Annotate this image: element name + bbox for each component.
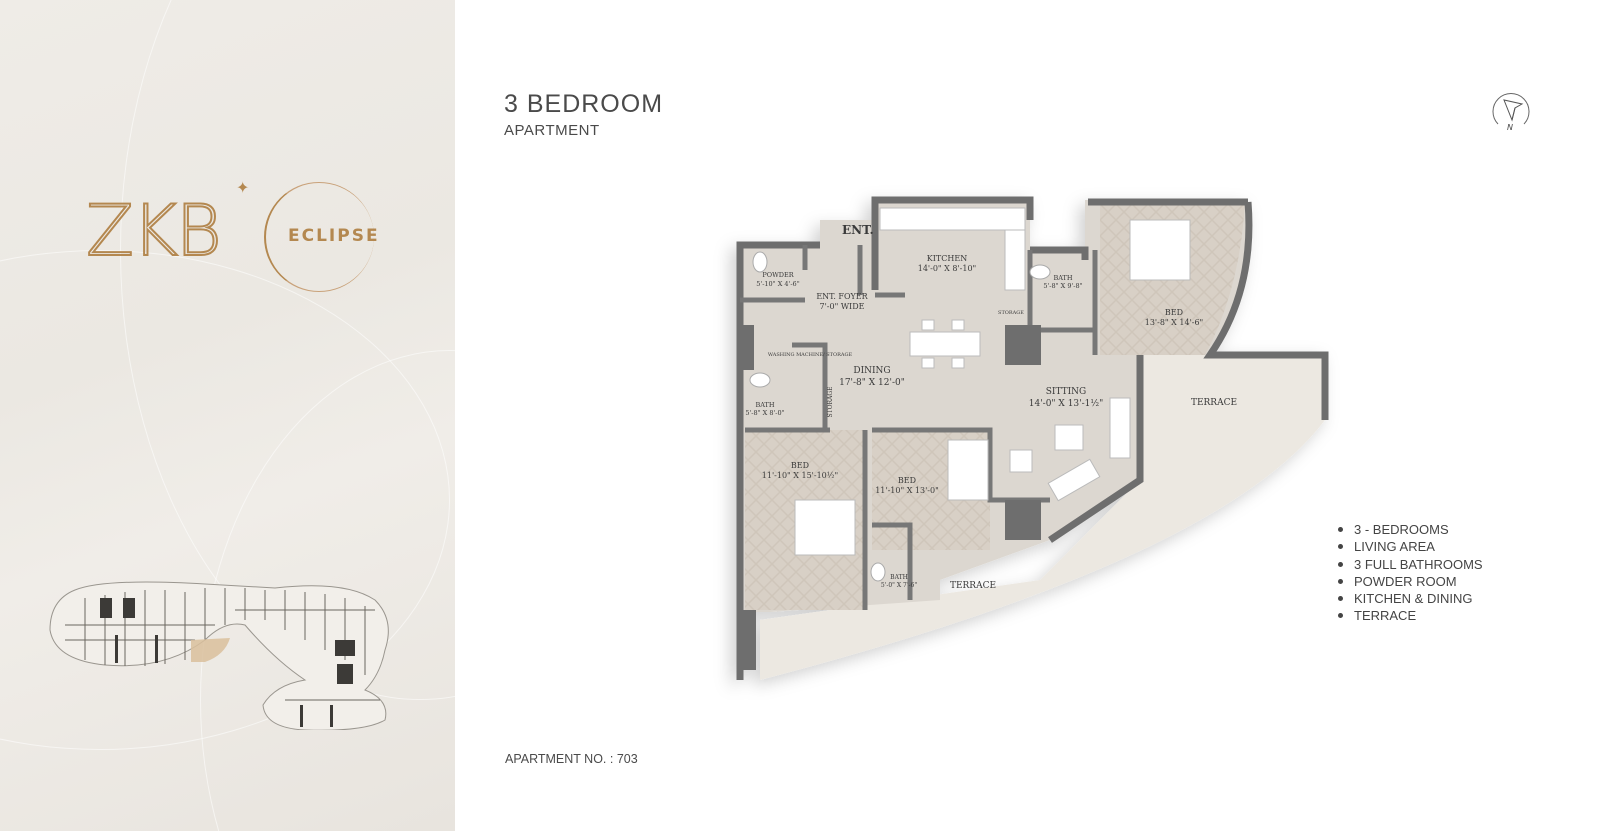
room-label: ENT. FOYER — [816, 292, 868, 301]
room-label: BED — [898, 476, 916, 485]
room-size: 5'-8" X 9'-8" — [1043, 282, 1082, 290]
room-size: 17'-8" X 12'-0" — [839, 378, 905, 388]
apartment-number: APARTMENT NO. : 703 — [505, 752, 638, 766]
room-label: BATH — [890, 574, 908, 581]
room-size: 5'-10" X 4'-6" — [756, 280, 799, 288]
room-label: BATH — [755, 401, 774, 409]
room-label: DINING — [853, 366, 890, 376]
building-key-plan — [49, 581, 389, 730]
room-label: BED — [791, 461, 809, 470]
page-subtitle: APARTMENT — [504, 122, 600, 139]
room-label: TERRACE — [1191, 398, 1237, 408]
room-size: 11'-10" X 15'-10½" — [762, 471, 838, 480]
floor-plan: ENT. POWDER 5'-10" X 4'-6" ENT. FOYER 7'… — [736, 196, 1329, 680]
room-label: KITCHEN — [927, 254, 967, 263]
sparkle-icon: ✦ — [236, 178, 250, 197]
room-size: 14'-0" X 8'-10" — [918, 264, 976, 273]
room-label: STORAGE — [827, 386, 834, 417]
unit-highlight — [191, 638, 230, 662]
brand-panel: ✦ ZKB ECLIPSE — [0, 0, 455, 831]
room-label: WASHING MACHINE/ STORAGE — [768, 352, 853, 358]
room-label: SITTING — [1046, 387, 1087, 397]
entrance-label: ENT. — [842, 223, 874, 237]
svg-text:N: N — [1507, 123, 1513, 132]
logo-subbrand: ECLIPSE — [288, 226, 380, 246]
feature-item: POWDER ROOM — [1338, 573, 1483, 590]
room-size: 11'-10" X 13'-0" — [875, 486, 939, 495]
feature-item: TERRACE — [1338, 607, 1483, 624]
north-arrow-icon: N — [1492, 93, 1530, 132]
room-label: BED — [1165, 308, 1183, 317]
room-label: BATH — [1053, 274, 1072, 282]
room-label: POWDER — [762, 271, 794, 279]
room-size: 14'-0" X 13'-1½" — [1029, 398, 1104, 409]
feature-item: KITCHEN & DINING — [1338, 590, 1483, 607]
brand-logo: ✦ ZKB ECLIPSE — [85, 178, 378, 293]
room-size: 13'-8" X 14'-6" — [1145, 318, 1203, 327]
room-label: STORAGE — [998, 310, 1024, 316]
page-title: 3 BEDROOM — [504, 90, 664, 118]
logo-wordmark: ZKB — [85, 190, 223, 272]
room-size: 7'-0" WIDE — [820, 302, 865, 311]
features-list: 3 - BEDROOMS LIVING AREA 3 FULL BATHROOM… — [1338, 521, 1483, 625]
eclipse-ring-icon — [264, 182, 374, 292]
feature-item: 3 FULL BATHROOMS — [1338, 556, 1483, 573]
feature-item: LIVING AREA — [1338, 538, 1483, 555]
room-label: TERRACE — [950, 581, 996, 591]
room-size: 5'-0" X 7'-6" — [881, 582, 917, 589]
feature-item: 3 - BEDROOMS — [1338, 521, 1483, 538]
room-size: 5'-8" X 8'-0" — [745, 409, 784, 417]
